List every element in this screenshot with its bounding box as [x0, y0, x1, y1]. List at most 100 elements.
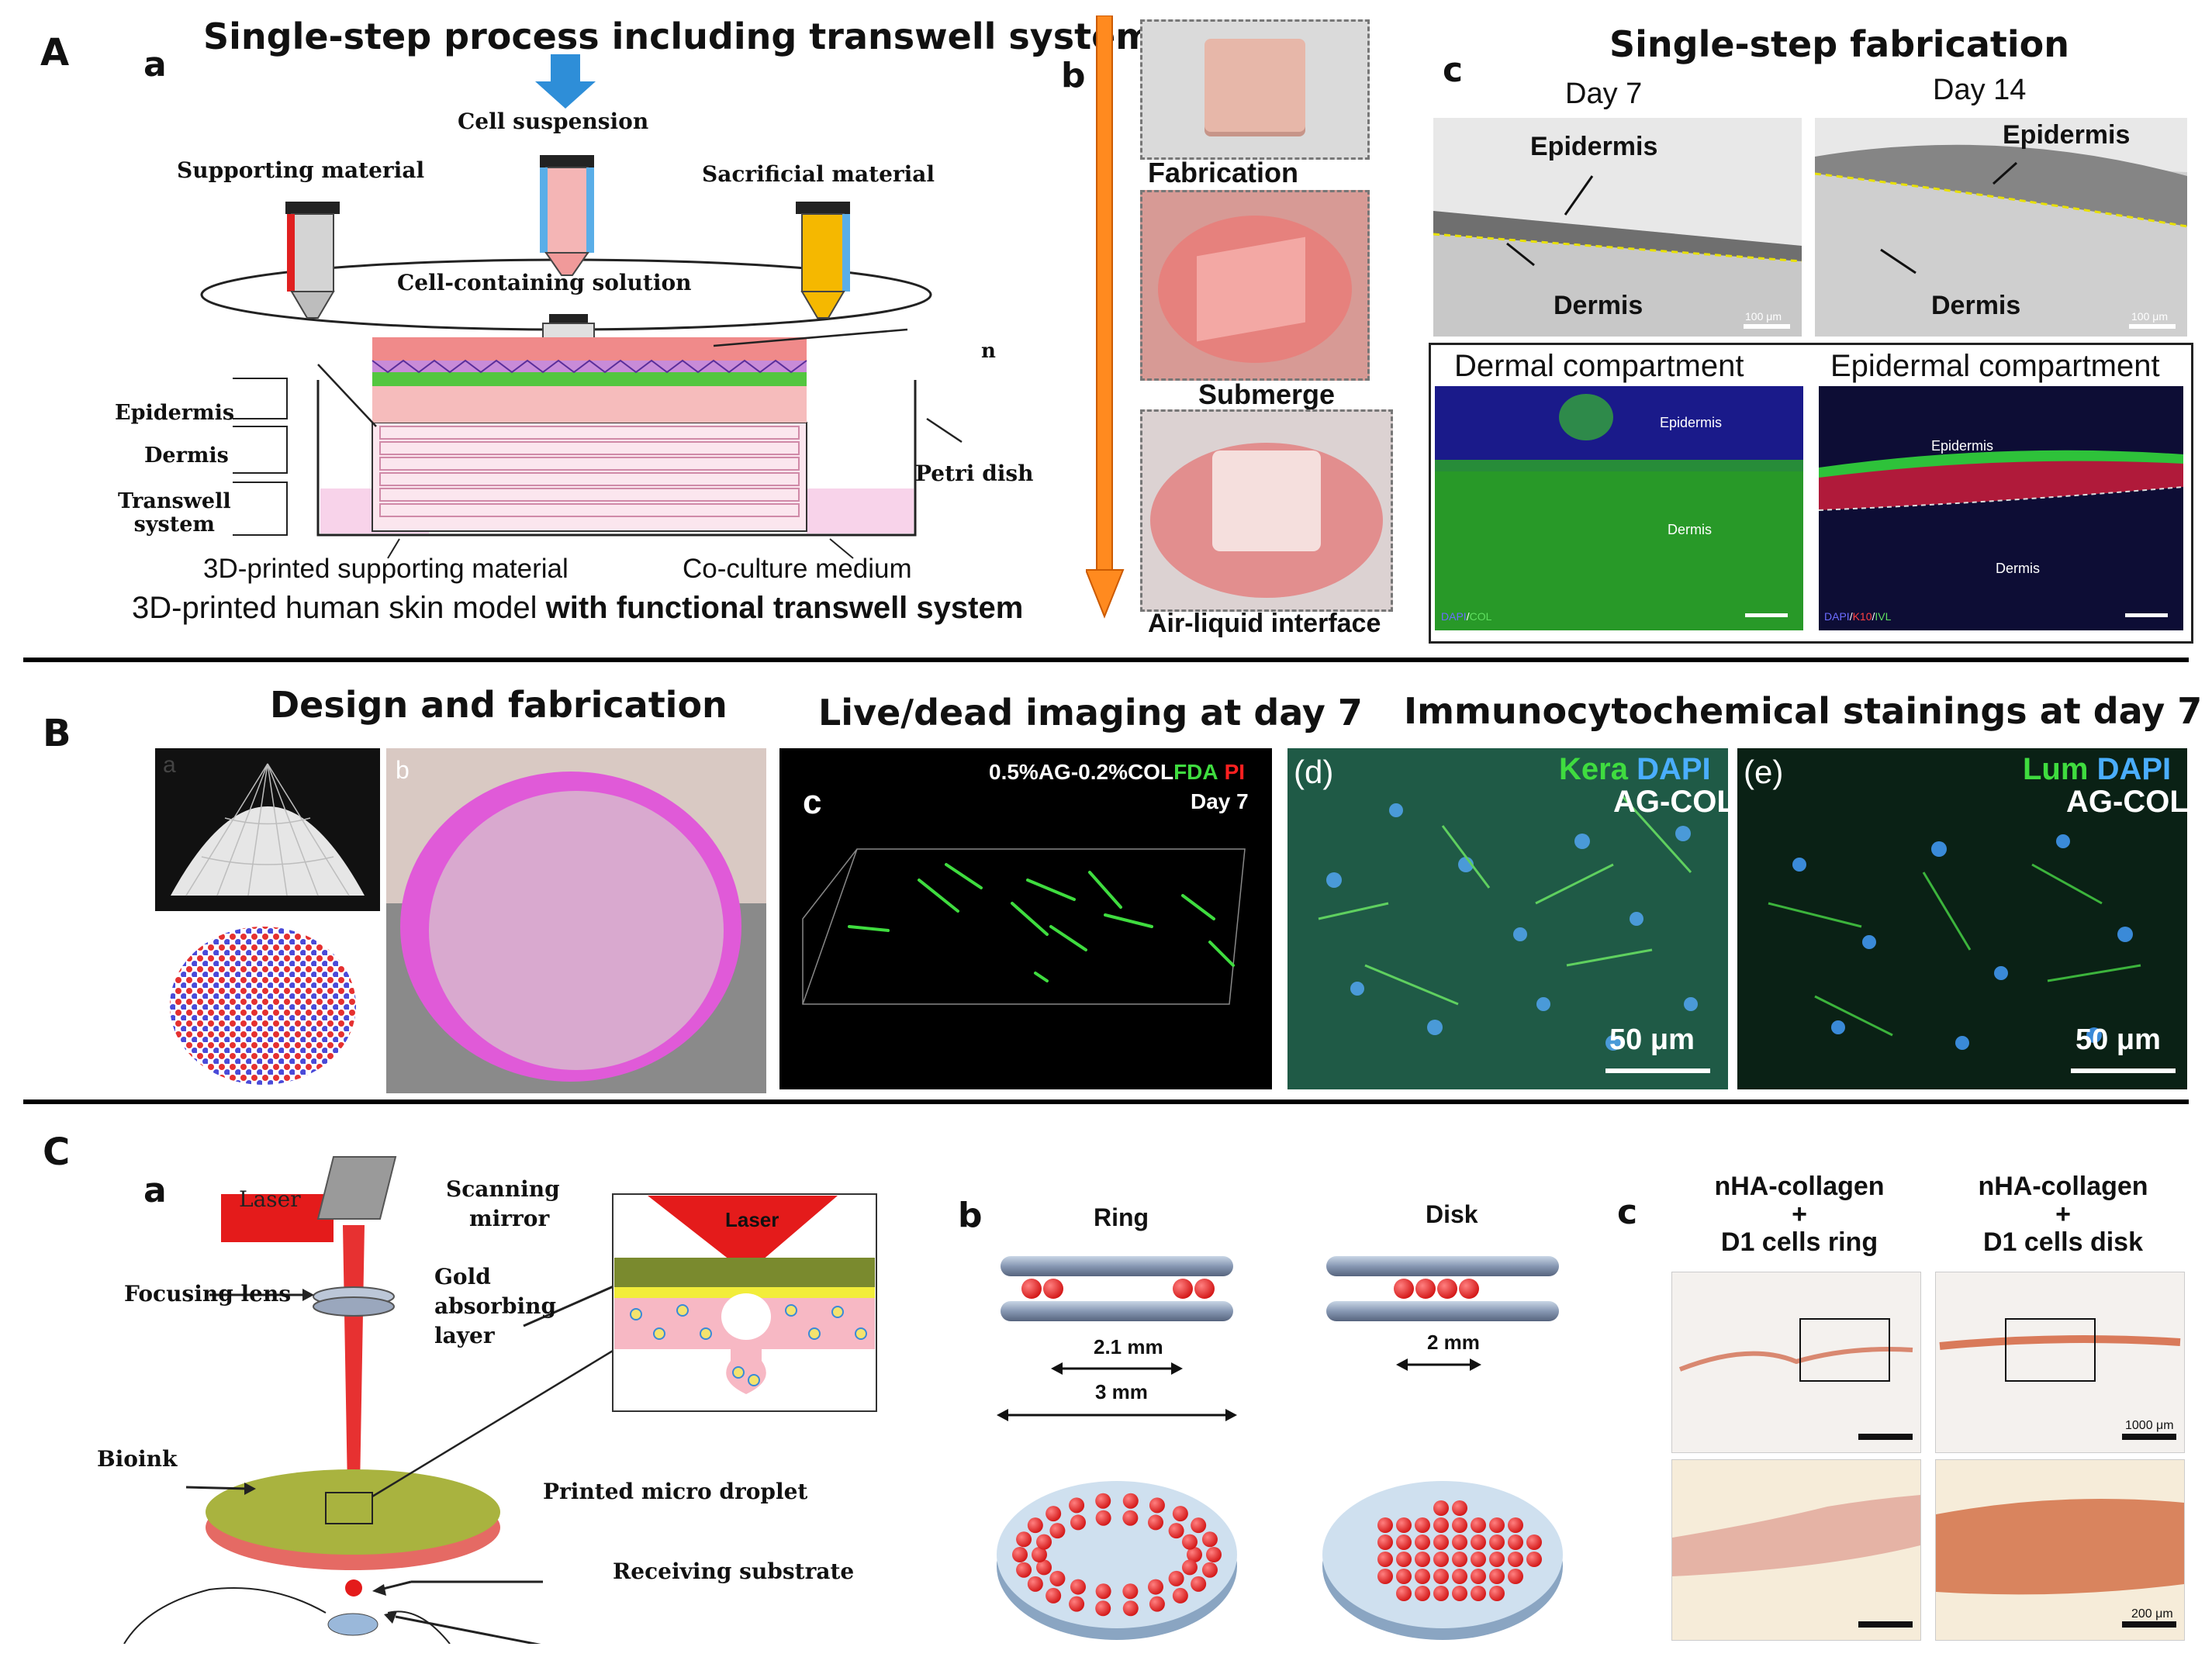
fluor-box	[1429, 343, 2193, 644]
ring-bead	[1095, 1583, 1111, 1600]
ring-bead	[1148, 1514, 1163, 1531]
fabrication-label: Fabrication	[1148, 157, 1299, 188]
disk-bead	[1396, 1517, 1412, 1533]
disk-bead	[1526, 1534, 1542, 1550]
ring-bead	[1149, 1497, 1165, 1514]
ring-bead	[1148, 1579, 1163, 1595]
disk-bead	[1415, 1569, 1430, 1584]
panel-b-a-letter: a	[163, 752, 176, 778]
kera-label: Kera	[1559, 752, 1628, 786]
day7-scale-label: 100 μm	[1745, 310, 1782, 323]
panel-c-b-letter: b	[958, 1196, 983, 1235]
panel-a-c-title: Single-step fabrication	[1609, 23, 2069, 65]
epidermal-fluor-dermis: Dermis	[1996, 561, 2040, 576]
ring-bead	[1095, 1600, 1111, 1617]
disk-bead	[1433, 1552, 1449, 1567]
ring-bead	[1191, 1576, 1207, 1592]
ring-histo-title: nHA-collagen + D1 cells ring	[1706, 1172, 1892, 1256]
ring-bead	[1069, 1596, 1085, 1612]
disk-bead	[1415, 1552, 1430, 1567]
bioink-label: Bioink	[97, 1446, 178, 1472]
disk-bead	[1489, 1534, 1505, 1550]
ring-title: Ring	[1094, 1203, 1149, 1231]
ring-bead	[1027, 1517, 1043, 1534]
ring-bead	[1122, 1600, 1139, 1617]
legend-dapi-2: DAPI	[1824, 610, 1850, 623]
design-fabrication-title: Design and fabrication	[270, 684, 728, 726]
ring-title-line-3: D1 cells ring	[1720, 1227, 1878, 1257]
disk-bead	[1452, 1586, 1467, 1601]
disk-bead	[1508, 1569, 1523, 1584]
ring-disk-diagram	[997, 1256, 1563, 1640]
dim-2mm-label: 2 mm	[1427, 1331, 1480, 1354]
disk-bead	[1433, 1500, 1449, 1516]
lum-scale-bar	[2071, 1068, 2176, 1073]
dermis-bracket-label: Dermis	[144, 444, 229, 468]
disk-bead	[1452, 1500, 1467, 1516]
disk-bead	[1415, 1586, 1430, 1601]
sacrificial-material-label: Sacrificial material	[702, 161, 935, 187]
ring-bead	[1016, 1562, 1032, 1578]
live-dead-day: Day 7	[1191, 789, 1249, 813]
divider-a-b	[23, 658, 2189, 662]
disk-bead	[1489, 1586, 1505, 1601]
ring-histo-high	[1671, 1459, 1921, 1641]
section-c-letter: C	[43, 1131, 71, 1174]
legend-sep-3: /	[1872, 610, 1875, 623]
gold-line-2: absorbing	[434, 1293, 557, 1319]
kera-dapi-label: DAPI	[1637, 752, 1711, 786]
ring-title-line-1: nHA-collagen	[1714, 1172, 1885, 1201]
disk-bead	[1377, 1569, 1393, 1584]
lum-label: Lum	[2023, 752, 2089, 786]
kera-scale-bar	[1605, 1068, 1710, 1073]
laser-inset-label: Laser	[725, 1208, 779, 1231]
panel-a-c-letter: c	[1443, 50, 1464, 90]
disk-bead	[1526, 1552, 1542, 1567]
gold-line-3: layer	[434, 1323, 495, 1348]
lum-dapi-label: DAPI	[2096, 752, 2172, 786]
disk-title-line-3: D1 cells disk	[1982, 1227, 2143, 1257]
fda-label: FDA	[1173, 760, 1218, 784]
dermal-fluor-epidermis: Epidermis	[1660, 415, 1723, 430]
transwell-line-1: Transwell	[118, 489, 231, 513]
disk-bead	[1471, 1517, 1486, 1533]
histology-day7	[1433, 118, 1802, 337]
panel-a-b-letter: b	[1061, 56, 1086, 95]
printed-supporting-label: 3D-printed supporting material	[203, 554, 569, 584]
panel-a-a-title: Single-step process including transwell …	[203, 16, 1153, 57]
disk-bead	[1396, 1552, 1412, 1567]
lum-agcol-label: AG-COL	[2066, 785, 2189, 819]
air-liquid-photo	[1140, 409, 1393, 612]
disk-bead	[1489, 1552, 1505, 1567]
ring-bead	[1049, 1570, 1066, 1586]
panel-b-b-letter: b	[396, 756, 410, 784]
dermal-fluor-legend: DAPI/COL	[1441, 610, 1491, 623]
disk-bead	[1508, 1534, 1523, 1550]
live-dead-title: Live/dead imaging at day 7	[818, 692, 1363, 734]
panel-a-a-caption: 3D-printed human skin model with functio…	[132, 591, 1023, 626]
immuno-title: Immunocytochemical stainings at day 7	[1404, 690, 2203, 732]
lum-scale-label: 50 μm	[2075, 1024, 2161, 1056]
submerge-photo	[1140, 190, 1370, 381]
ring-bead	[1201, 1562, 1218, 1578]
supporting-material-label: Supporting material	[177, 157, 425, 183]
disk-bead	[1452, 1569, 1467, 1584]
ring-bead	[1032, 1547, 1047, 1562]
panel-c-c-letter: c	[1617, 1193, 1638, 1232]
air-liquid-label: Air-liquid interface	[1148, 609, 1381, 638]
panel-b-e-letter: (e)	[1744, 754, 1784, 790]
disk-bead	[1377, 1517, 1393, 1533]
dome-pattern-image	[164, 923, 362, 1089]
panel-b-d-letter: (d)	[1294, 754, 1334, 790]
ring-bead	[1122, 1493, 1139, 1509]
scale-200-label: 200 μm	[2131, 1607, 2173, 1621]
scanning-mirror-label: Scanning mirror	[446, 1175, 560, 1234]
legend-col: COL	[1469, 610, 1492, 623]
panel-a-a-letter: a	[143, 45, 167, 85]
ring-bead	[1036, 1534, 1052, 1550]
day7-dermis-label: Dermis	[1554, 291, 1643, 320]
disk-bead	[1433, 1534, 1449, 1550]
ring-bead	[1172, 1506, 1188, 1522]
ring-bead	[1046, 1506, 1062, 1522]
lum-image	[1737, 748, 2187, 1089]
